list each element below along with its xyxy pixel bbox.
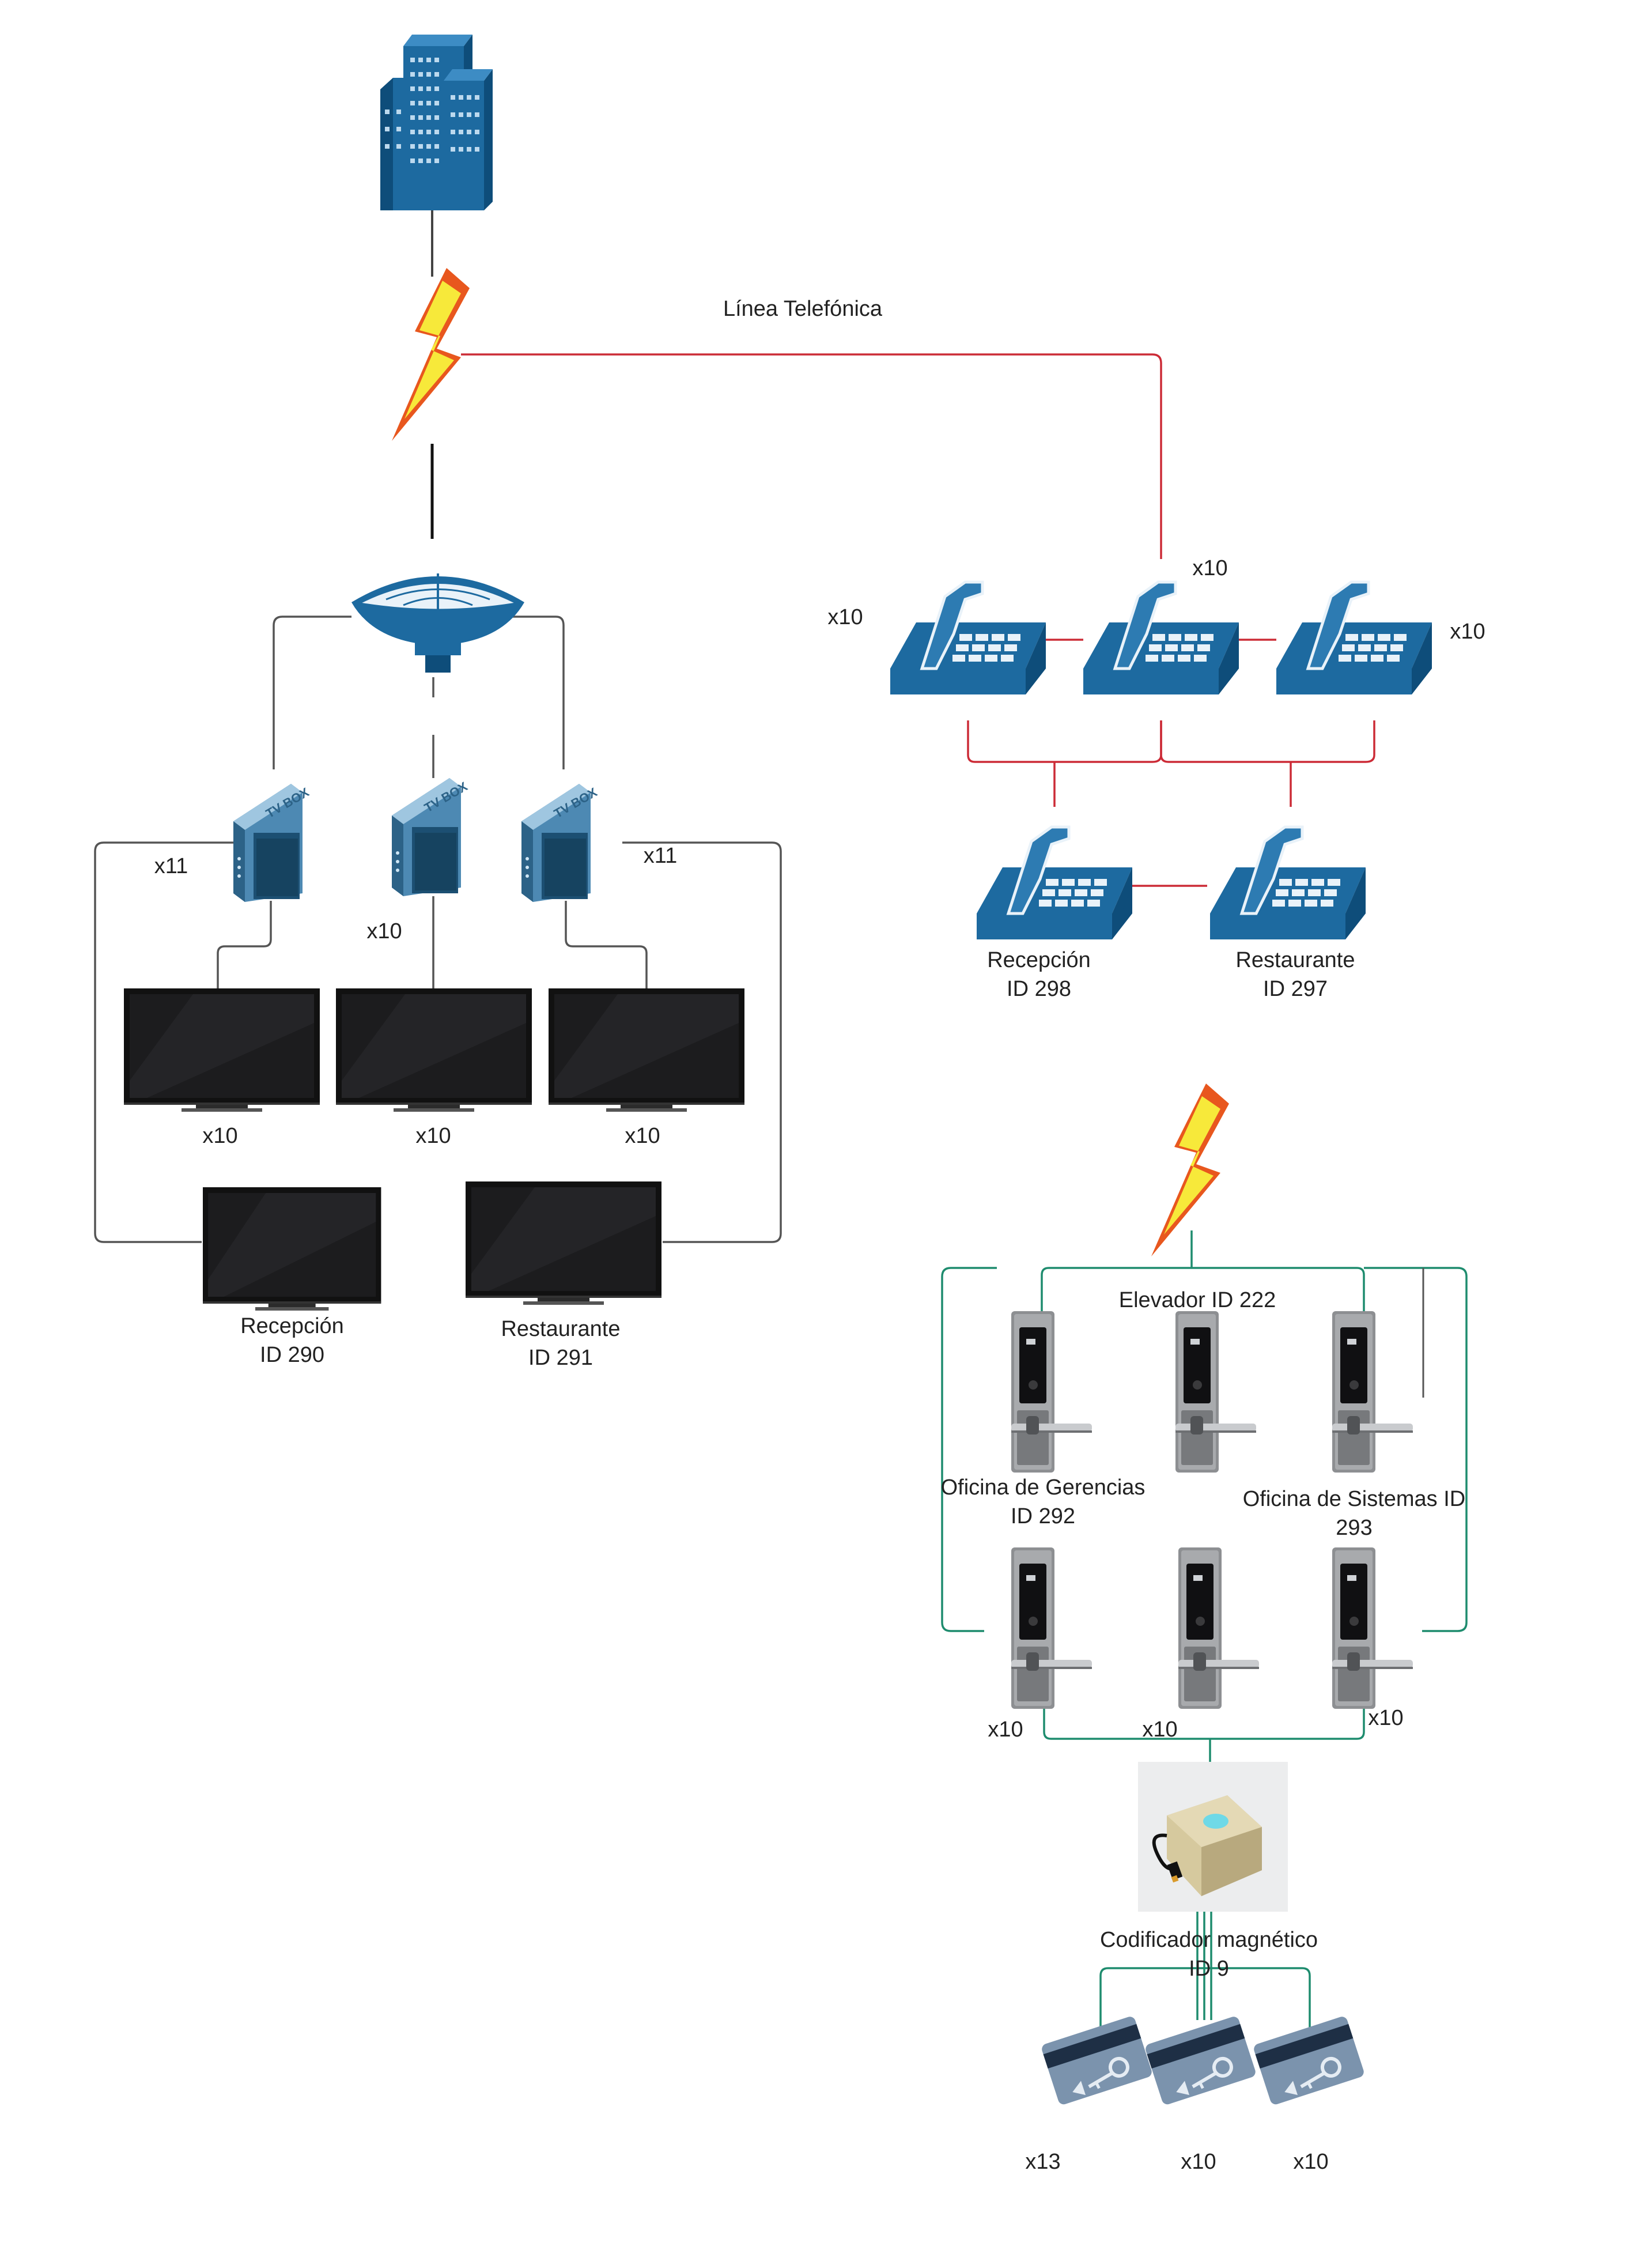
tv-restaurant-id-label: ID 291 [528, 1346, 593, 1370]
office-systems-label: Oficina de Sistemas ID [1243, 1487, 1465, 1511]
tv-reception-label: Recepción [240, 1314, 344, 1338]
satellite-dish-icon [350, 572, 526, 674]
door-lock-icon [1011, 1547, 1092, 1709]
phone-count-label: x10 [827, 605, 863, 629]
television-restaurant-icon [466, 1181, 661, 1305]
key-card-icon [1253, 2015, 1366, 2106]
office-management-label: Oficina de Gerencias [941, 1475, 1146, 1500]
telephone-icon [1276, 582, 1432, 694]
phone-count-label: x10 [1192, 556, 1227, 580]
television-icon [124, 988, 320, 1112]
office-management-id-label: ID 292 [1011, 1504, 1075, 1528]
telephone-icon [1083, 582, 1239, 694]
encoder-id-label: ID 9 [1189, 1957, 1229, 1981]
television-icon [336, 988, 532, 1112]
television-icon [549, 988, 744, 1112]
door-lock-icon [1332, 1547, 1413, 1709]
encoder-label: Codificador magnético [1100, 1928, 1318, 1952]
television-reception-icon [203, 1187, 381, 1311]
phone-count-label: x10 [1450, 620, 1485, 644]
telephone-icon [890, 582, 1046, 694]
magnetic-encoder-icon [1138, 1762, 1288, 1912]
key-card-icon [1144, 2015, 1257, 2106]
elevator-label: Elevador ID 222 [1119, 1288, 1276, 1312]
lightning-icon [392, 268, 470, 441]
telephone-restaurant-icon [1210, 827, 1366, 939]
key-card-icon [1041, 2015, 1154, 2106]
tv-box-icon [233, 784, 312, 902]
tvbox-count-label: x11 [644, 844, 677, 868]
card-count-label: x10 [1293, 2150, 1328, 2174]
lock-count-label: x10 [988, 1717, 1023, 1742]
door-lock-icon [1175, 1311, 1256, 1473]
card-count-label: x10 [1181, 2150, 1216, 2174]
tv-restaurant-label: Restaurante [501, 1317, 620, 1341]
phone-reception-label: Recepción [987, 948, 1091, 972]
door-lock-icon [1011, 1311, 1092, 1473]
office-systems-id-label: 293 [1336, 1516, 1372, 1540]
tv-box-icon [521, 784, 600, 902]
door-lock-icon [1332, 1311, 1413, 1473]
lightning-icon [1151, 1084, 1229, 1256]
tv-reception-id-label: ID 290 [260, 1343, 324, 1367]
connection-lines [94, 205, 1468, 2029]
door-lock-icon [1178, 1547, 1259, 1709]
office-building-icon [380, 35, 493, 210]
phone-restaurant-label: Restaurante [1235, 948, 1355, 972]
tvbox-count-label: x11 [154, 854, 188, 878]
phone-reception-id-label: ID 298 [1007, 977, 1071, 1001]
tvbox-count-label: x10 [366, 919, 402, 943]
phone-line-label: Línea Telefónica [723, 297, 883, 321]
phone-restaurant-id-label: ID 297 [1263, 977, 1328, 1001]
telephone-reception-icon [977, 827, 1132, 939]
lock-count-label: x10 [1142, 1717, 1177, 1742]
lock-count-label: x10 [1368, 1706, 1403, 1730]
card-count-label: x13 [1025, 2150, 1060, 2174]
tv-count-label: x10 [202, 1124, 237, 1148]
tv-count-label: x10 [625, 1124, 660, 1148]
tv-box-icon [392, 778, 470, 896]
tv-count-label: x10 [415, 1124, 451, 1148]
